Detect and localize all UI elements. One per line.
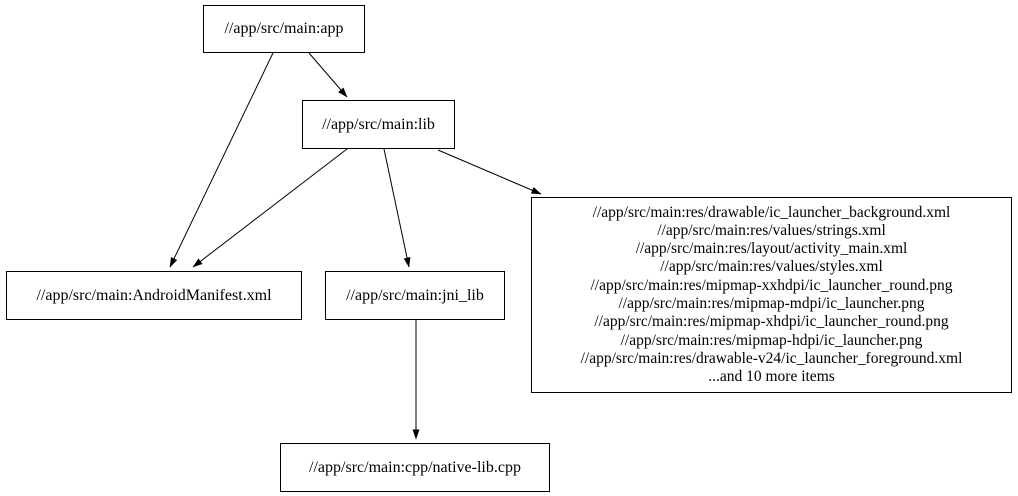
resource-item: //app/src/main:res/drawable-v24/ic_launc… <box>580 349 963 367</box>
node-native-lib-cpp: //app/src/main:cpp/native-lib.cpp <box>280 443 550 492</box>
resource-item-more: ...and 10 more items <box>708 368 835 386</box>
resource-item: //app/src/main:res/mipmap-xxhdpi/ic_laun… <box>590 276 953 294</box>
edge-app-to-lib <box>308 52 348 98</box>
node-jni-lib-label: //app/src/main:jni_lib <box>346 286 484 304</box>
node-jni-lib: //app/src/main:jni_lib <box>325 271 505 320</box>
resource-item: //app/src/main:res/mipmap-hdpi/ic_launch… <box>620 331 923 349</box>
edge-lib-to-resources <box>437 149 542 195</box>
node-android-manifest-label: //app/src/main:AndroidManifest.xml <box>36 286 272 304</box>
node-resources-group: //app/src/main:res/drawable/ic_launcher_… <box>531 197 1012 393</box>
resource-item: //app/src/main:res/mipmap-xhdpi/ic_launc… <box>594 313 949 331</box>
node-lib-label: //app/src/main:lib <box>322 115 435 133</box>
node-app-label: //app/src/main:app <box>224 20 344 37</box>
edge-lib-to-android-manifest <box>192 148 348 268</box>
node-app: //app/src/main:app <box>203 5 365 53</box>
edge-app-to-android-manifest <box>169 52 274 268</box>
node-lib: //app/src/main:lib <box>302 100 455 149</box>
node-android-manifest: //app/src/main:AndroidManifest.xml <box>6 271 302 320</box>
node-native-lib-cpp-label: //app/src/main:cpp/native-lib.cpp <box>309 458 521 476</box>
resource-item: //app/src/main:res/mipmap-mdpi/ic_launch… <box>618 295 925 312</box>
resource-item: //app/src/main:res/layout/activity_main.… <box>635 240 908 258</box>
edge-lib-to-jni-lib <box>383 148 411 268</box>
resource-item: //app/src/main:res/drawable/ic_launcher_… <box>592 203 951 221</box>
resource-item: //app/src/main:res/values/styles.xml <box>660 258 883 276</box>
resource-item: //app/src/main:res/values/strings.xml <box>657 221 886 239</box>
